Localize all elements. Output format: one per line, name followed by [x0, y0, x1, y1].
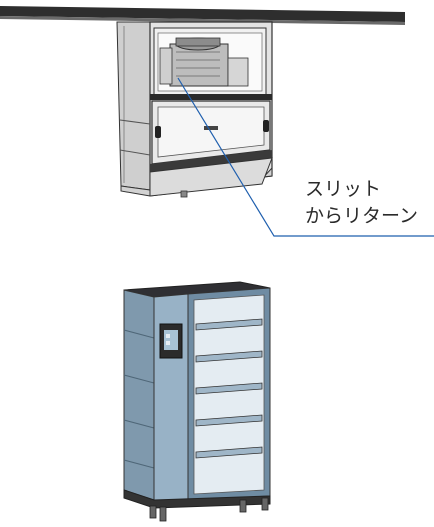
callout-label-line2: からリターン [305, 205, 419, 227]
ceiling-slab [0, 6, 405, 25]
fan-assembly [159, 37, 249, 87]
cabinet-shelves [195, 318, 263, 459]
storage-cabinet [123, 281, 271, 522]
control-panel [159, 323, 183, 359]
ceiling-air-unit [116, 21, 273, 198]
callout-label-line1: スリット [305, 178, 382, 200]
callout-leader-line [177, 77, 434, 237]
